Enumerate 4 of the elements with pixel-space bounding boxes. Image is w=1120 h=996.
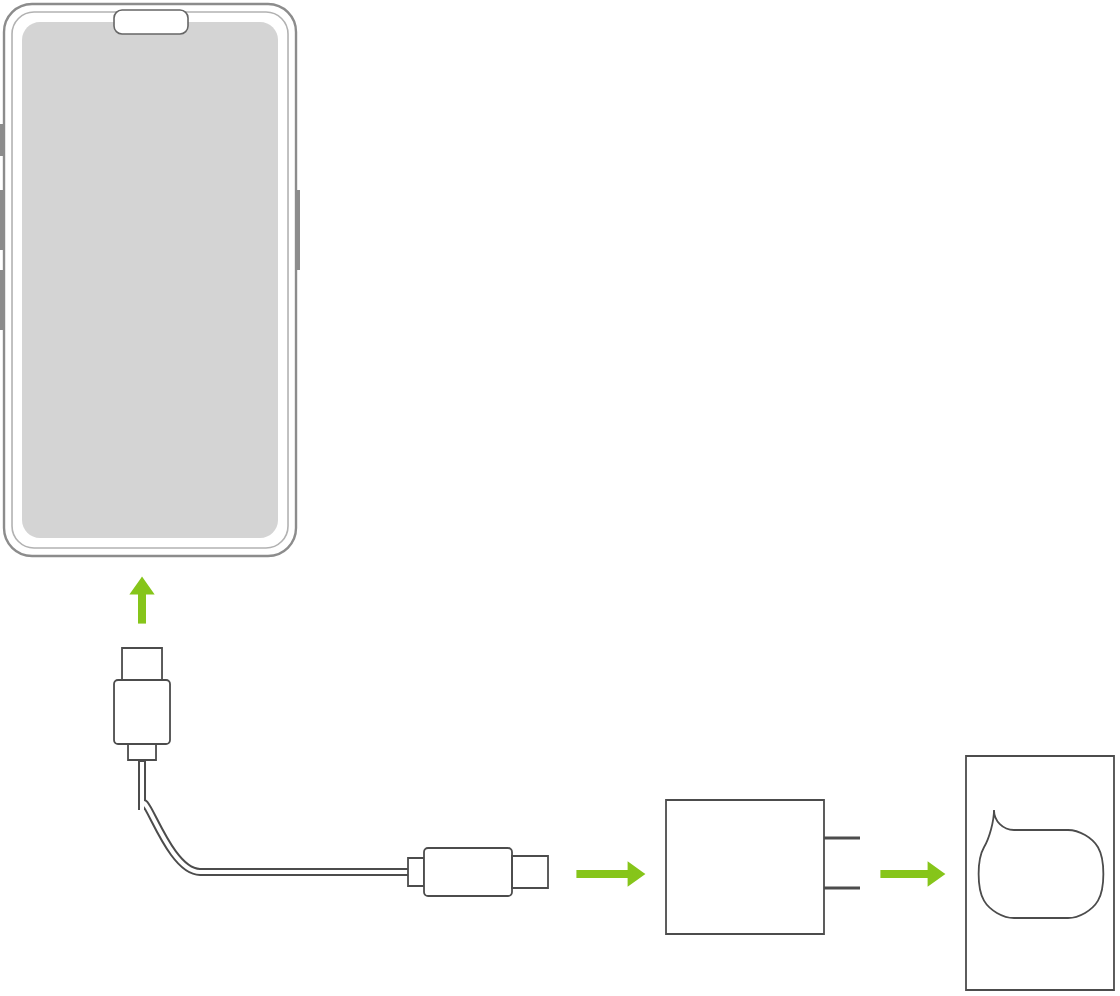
outlet-drawing <box>965 755 1115 991</box>
adapter-drawing <box>665 799 860 935</box>
phone-drawing <box>0 2 300 558</box>
cable-drawing <box>113 647 549 897</box>
